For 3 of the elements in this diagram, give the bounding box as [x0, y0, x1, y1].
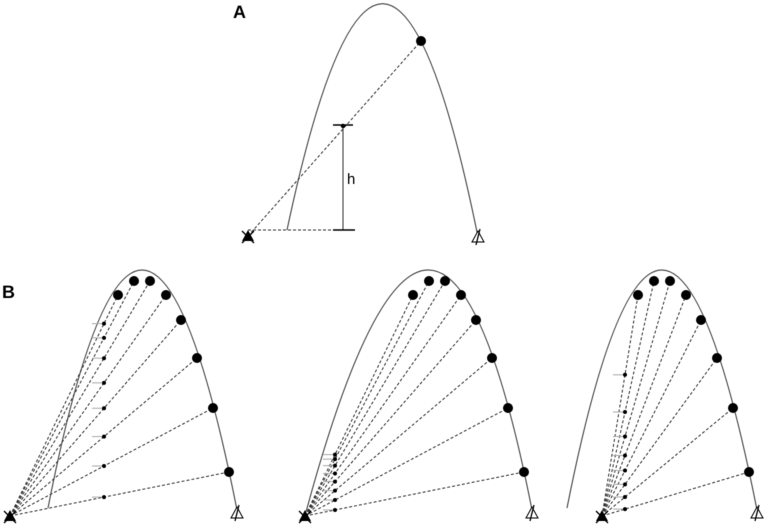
height-label: h: [347, 172, 356, 187]
panel-label: B: [2, 283, 15, 301]
panel-label: A: [233, 3, 246, 21]
